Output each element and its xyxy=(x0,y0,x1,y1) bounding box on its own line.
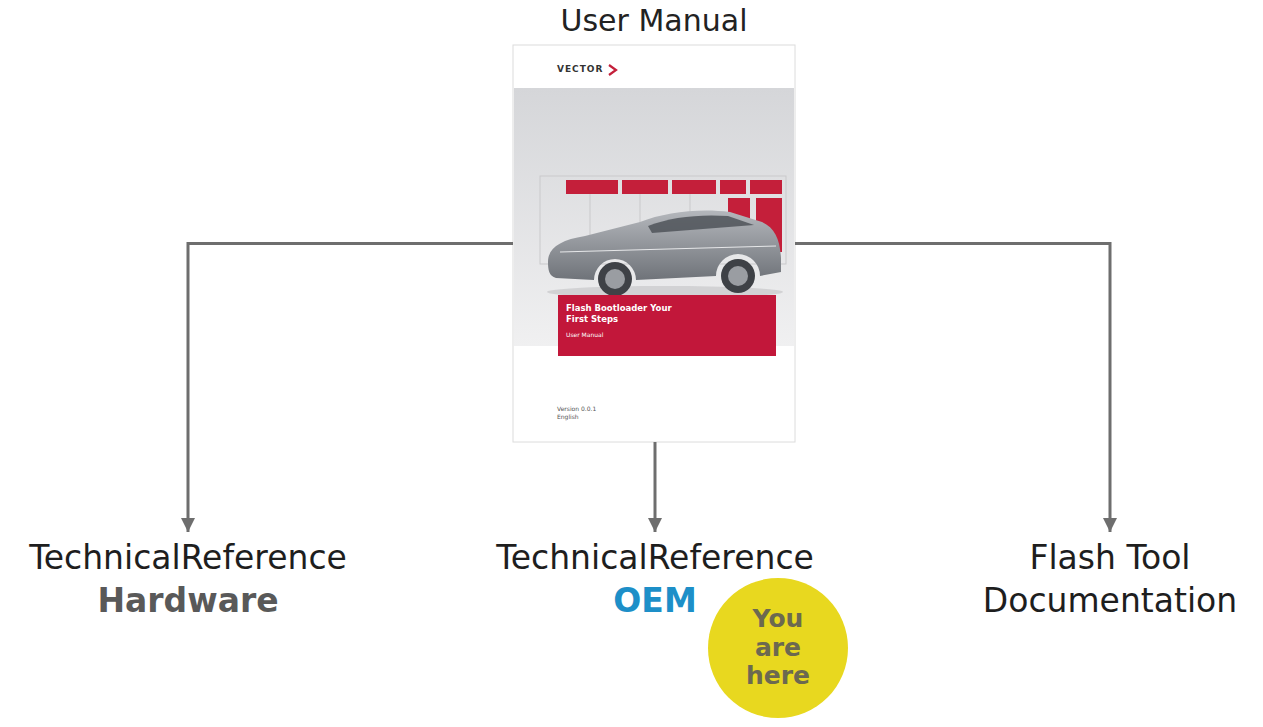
connector-arrow xyxy=(188,244,513,533)
car-windows xyxy=(648,215,754,233)
document-title: TechnicalReference xyxy=(8,536,368,579)
car-wheel xyxy=(721,259,755,293)
document-label: TechnicalReferenceHardware xyxy=(8,536,368,622)
cover-subtitle: User Manual xyxy=(566,331,768,339)
car-line xyxy=(560,246,776,252)
version-note: Version 0.0.1 English xyxy=(557,405,613,421)
cover-title: Flash Bootloader Your First Steps xyxy=(566,303,686,325)
car xyxy=(547,210,783,298)
title-band: Flash Bootloader Your First StepsUser Ma… xyxy=(558,295,776,356)
cover-page xyxy=(513,45,795,442)
red-panel xyxy=(672,180,716,194)
car-rim xyxy=(728,266,748,286)
diagram-heading: User Manual xyxy=(443,3,865,39)
red-panel xyxy=(750,180,782,194)
red-panel xyxy=(720,180,746,194)
car-wheel xyxy=(598,262,632,296)
badge-fill xyxy=(708,578,848,718)
connector-arrow xyxy=(795,244,1110,533)
red-panel xyxy=(622,180,668,194)
red-panel xyxy=(566,180,618,194)
badge-text: You are here xyxy=(732,605,824,691)
document-title: Flash Tool Documentation xyxy=(960,536,1260,622)
you-are-here-badge: You are here xyxy=(708,578,848,718)
logo-text: VECTOR xyxy=(557,64,603,75)
manual-cover: User Manual VECTOR Version 0.0.1 English Fl… xyxy=(513,45,795,442)
document-title: TechnicalReference xyxy=(475,536,835,579)
document-kind: Hardware xyxy=(8,579,368,622)
logo-chevron xyxy=(609,65,616,75)
car-rim xyxy=(605,269,625,289)
connector-arrow xyxy=(654,442,657,532)
document-label: Flash Tool Documentation xyxy=(960,536,1260,622)
